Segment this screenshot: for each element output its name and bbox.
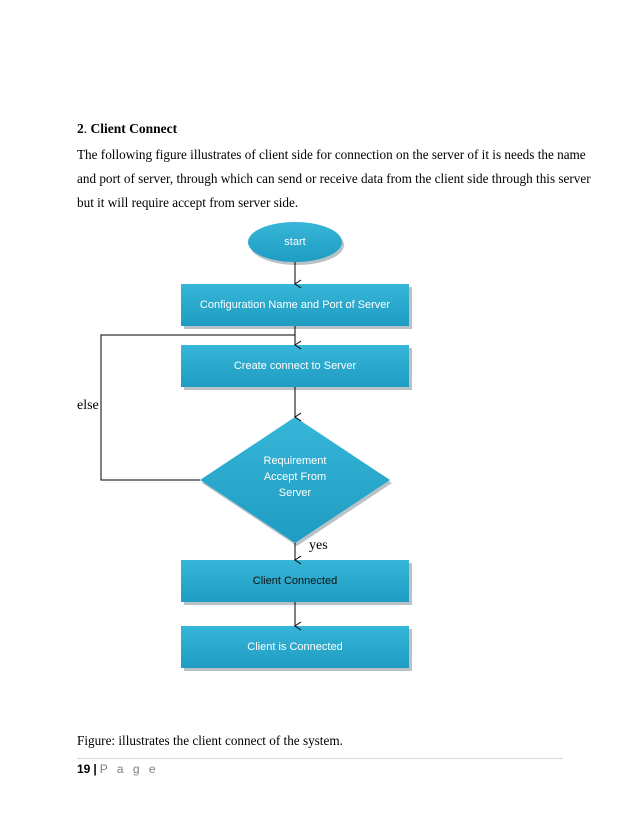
section-title: Client Connect (90, 121, 178, 136)
paragraph-line: but it will require accept from server s… (77, 195, 299, 210)
section-heading: 2. Client Connect (77, 121, 178, 136)
else-label: else (77, 398, 99, 413)
create-label: Create connect to Server (233, 360, 357, 372)
page-number: 19 (77, 762, 91, 776)
footer-separator: | (93, 762, 97, 776)
config-label: Configuration Name and Port of Server (199, 299, 391, 311)
yes-label: yes (309, 538, 328, 553)
footer-divider (77, 758, 563, 759)
connected-label: Client Connected (252, 575, 338, 587)
page-word: P a g e (99, 762, 159, 776)
decision-node (200, 417, 390, 543)
connected-node (181, 560, 409, 602)
is-connected-label: Client is Connected (247, 641, 343, 653)
config-node (181, 284, 409, 326)
paragraph-line: and port of server, through which can se… (77, 171, 591, 186)
figure-caption: Figure: illustrates the client connect o… (77, 733, 343, 748)
is-connected-node (181, 626, 409, 668)
section-number: 2 (77, 121, 84, 136)
start-node (248, 222, 342, 262)
decision-label: Requirement Accept From Server (235, 453, 355, 501)
else-loop-line (100, 334, 295, 481)
page-footer: 19|P a g e (77, 762, 159, 776)
start-label: start (284, 236, 306, 248)
paragraph-line: The following figure illustrates of clie… (77, 147, 586, 162)
create-node (181, 345, 409, 387)
body-paragraph: The following figure illustrates of clie… (77, 143, 591, 215)
decision-line: Requirement (263, 455, 327, 467)
decision-line: Server (278, 487, 312, 499)
decision-line: Accept From (263, 471, 327, 483)
